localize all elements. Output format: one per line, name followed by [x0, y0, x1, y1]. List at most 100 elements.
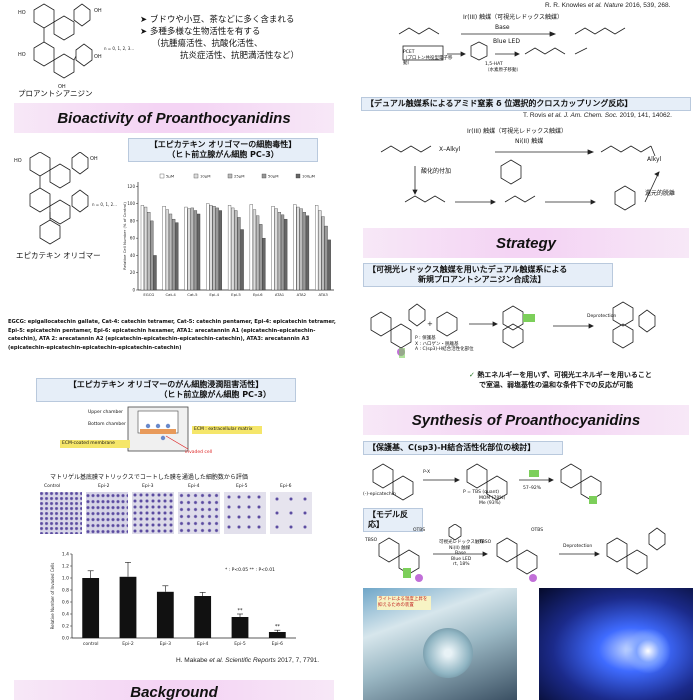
hat-label: 1,5-HAT （水素原子移動）	[485, 62, 521, 73]
epicatechin-label: (-)-epicatechin	[363, 492, 396, 497]
rovis-box-title: 【デュアル触媒系によるアミド窒素 δ 位選択的クロスカップリング反応】	[361, 97, 691, 111]
chart1-ytick-label: 60	[130, 236, 136, 241]
chart1-ytick-label: 20	[130, 270, 136, 275]
invasion-assay-diagram	[127, 406, 189, 452]
chart2-ytick-label: 0.6	[62, 600, 69, 606]
chart1-bar	[206, 203, 210, 291]
chart1-bar	[165, 209, 169, 291]
chart1-category-label: Cat-4	[166, 292, 177, 297]
strategy-scheme: +	[370, 301, 656, 358]
chart1-bar	[305, 215, 310, 291]
synthesis-box1-title: 【保護基、C(sp3)-H結合活性化部位の検討】	[363, 441, 563, 455]
chart1-category-label: ATA2	[297, 292, 307, 297]
chart1-legend-label: 10μM	[200, 174, 211, 179]
rovis-product-alkyl: Alkyl	[647, 156, 662, 163]
micrograph-epi5	[224, 492, 266, 534]
knowles-base: Base	[495, 24, 510, 31]
chart2-ytick-label: 1.2	[62, 564, 69, 570]
chart1-bar	[249, 204, 253, 291]
top-bullets: ➤ ブドウや小豆、茶などに多く含まれる ➤ 多種多様な生物活性を有する （抗腫瘍…	[140, 14, 340, 62]
right-column: R. R. Knowles et al. Nature 2016, 539, 2…	[355, 0, 700, 700]
chart1-bar	[172, 218, 176, 291]
chart1-bar	[240, 229, 244, 291]
protecting-group-notes: P : 保護基 X : ハロゲン・脱離基 A : C(sp3)-H結合活性化部位	[415, 336, 474, 352]
rovis-reaction-scheme	[380, 145, 660, 211]
chart2-ytick-label: 0.8	[62, 588, 69, 594]
chart2-bar	[194, 596, 212, 638]
bullet-2: ➤ 多種多様な生物活性を有する	[140, 27, 261, 37]
protecting-group-scheme	[372, 463, 602, 504]
photo-label-epi2: Epi-2	[98, 484, 110, 489]
svg-text:n = 0, 1, 2...: n = 0, 1, 2...	[92, 202, 117, 207]
matrigel-caption: マトリゲル基底膜マトリックスでコートした膜を通過した細胞数から評価	[50, 474, 248, 481]
model-conditions: 可視光レドックス触媒 Ni(II) 触媒 Base Blue LED rt, 1…	[439, 540, 484, 567]
chart1-bar	[162, 206, 166, 291]
background-banner: Background	[14, 680, 334, 700]
chart1-bar	[277, 212, 282, 291]
rovis-citation: T. Rovis et al. J. Am. Chem. Soc. 2019, …	[523, 112, 672, 119]
chart2-ytick-label: 0.2	[62, 624, 69, 630]
chart1-category-label: Epi-4	[209, 292, 219, 297]
cytotoxicity-box-title: 【エピカテキン オリゴマーの細胞毒性】 （ヒト前立腺がん細胞 PC-3）	[128, 138, 318, 162]
bullet-2-sub-2: 抗炎症活性、抗肥満活性など）	[180, 51, 300, 61]
chart2-bar	[82, 578, 100, 638]
chart2-category-label: Epi-4	[197, 641, 209, 647]
invasion-box-title: 【エピカテキン オリゴマーのがん細胞浸潤阻害活性】 （ヒト前立腺がん細胞 PC-…	[36, 378, 296, 402]
chart1-bar	[147, 212, 151, 291]
chart1-bar	[315, 205, 319, 291]
chart1-legend-label: 25μM	[234, 174, 245, 179]
chart1-category-label: ATA1	[275, 292, 285, 297]
model-otbs-mid: OTBS	[531, 528, 544, 533]
strategy-box-title: 【可視光レドックス触媒を用いたデュアル触媒系による 新規プロアントシアニジン合成…	[363, 263, 613, 287]
chart1-bar	[256, 215, 260, 291]
chart2-bar	[268, 632, 286, 638]
chart1-bar	[215, 207, 219, 291]
chart1-bar	[175, 222, 179, 291]
chart1-bar	[168, 213, 173, 291]
svg-text:OH: OH	[94, 8, 102, 14]
svg-text:OH: OH	[90, 156, 98, 162]
chart1-bar	[280, 214, 285, 291]
chart1-bar	[274, 208, 278, 291]
left-column: HO OH OH HO OH n = 0, 1, 2, 3... ➤ ブドウや小…	[0, 0, 345, 700]
model-deprotection: Deprotection	[563, 544, 593, 549]
rovis-reagent: X–Alkyl	[439, 146, 461, 153]
oxidative-addition-label: 酸化的付加	[421, 168, 452, 175]
micrograph-epi3	[132, 492, 174, 534]
chart1-legend-swatch	[295, 173, 301, 179]
chart1-legend-swatch	[261, 173, 267, 179]
bioactivity-banner: Bioactivity of Proanthocyanidins	[14, 103, 334, 133]
model-tbso-left: TBSO	[365, 538, 378, 543]
chart1-bar	[293, 204, 297, 291]
step2-yield: 57–92%	[523, 486, 541, 491]
svg-text:OH: OH	[58, 84, 66, 90]
px-base-label: P-X	[423, 470, 431, 475]
oligomer-caption: エピカテキン オリゴマー	[16, 251, 101, 260]
upper-chamber-label: Upper chamber	[88, 410, 123, 415]
rovis-ni-catalyst: Ni(II) 触媒	[515, 138, 544, 145]
chart1-category-label: EGCG	[143, 292, 154, 297]
photo-label-epi6: Epi-6	[280, 484, 292, 489]
chart1-legend-label: 5μM	[166, 174, 174, 179]
chart1-bar	[284, 218, 288, 291]
chart1-legend-label: 100μM	[302, 174, 315, 179]
proanthocyanidin-structure: HO OH OH HO OH n = 0, 1, 2, 3...	[18, 3, 134, 90]
bullet-2-sub-1: （抗腫瘍活性、抗酸化活性、	[152, 39, 263, 49]
chart1-bar	[218, 210, 222, 291]
pg-yields: P = TBS (quant) MOM (78%) Me (93%)	[463, 490, 506, 506]
chart1-bar	[153, 255, 157, 291]
photo-label-epi3: Epi-3	[142, 484, 154, 489]
chart1-legend-swatch	[193, 173, 199, 179]
chart1-legend-swatch	[159, 173, 165, 179]
chart1-ytick-label: 100	[127, 201, 135, 206]
chart1-ytick-label: 80	[130, 218, 136, 223]
chart1-bar	[262, 237, 266, 291]
ecm-label: ECM : extracellular matrix	[192, 426, 262, 434]
chart2-ytick-label: 0.4	[62, 612, 69, 618]
deprotection-label: Deprotection	[587, 314, 617, 319]
chart1-bar	[190, 207, 194, 291]
svg-text:n = 0, 1, 2, 3...: n = 0, 1, 2, 3...	[104, 46, 134, 51]
led-glow	[625, 628, 671, 674]
chart1-bar	[143, 206, 148, 291]
micrograph-epi4	[178, 492, 220, 534]
